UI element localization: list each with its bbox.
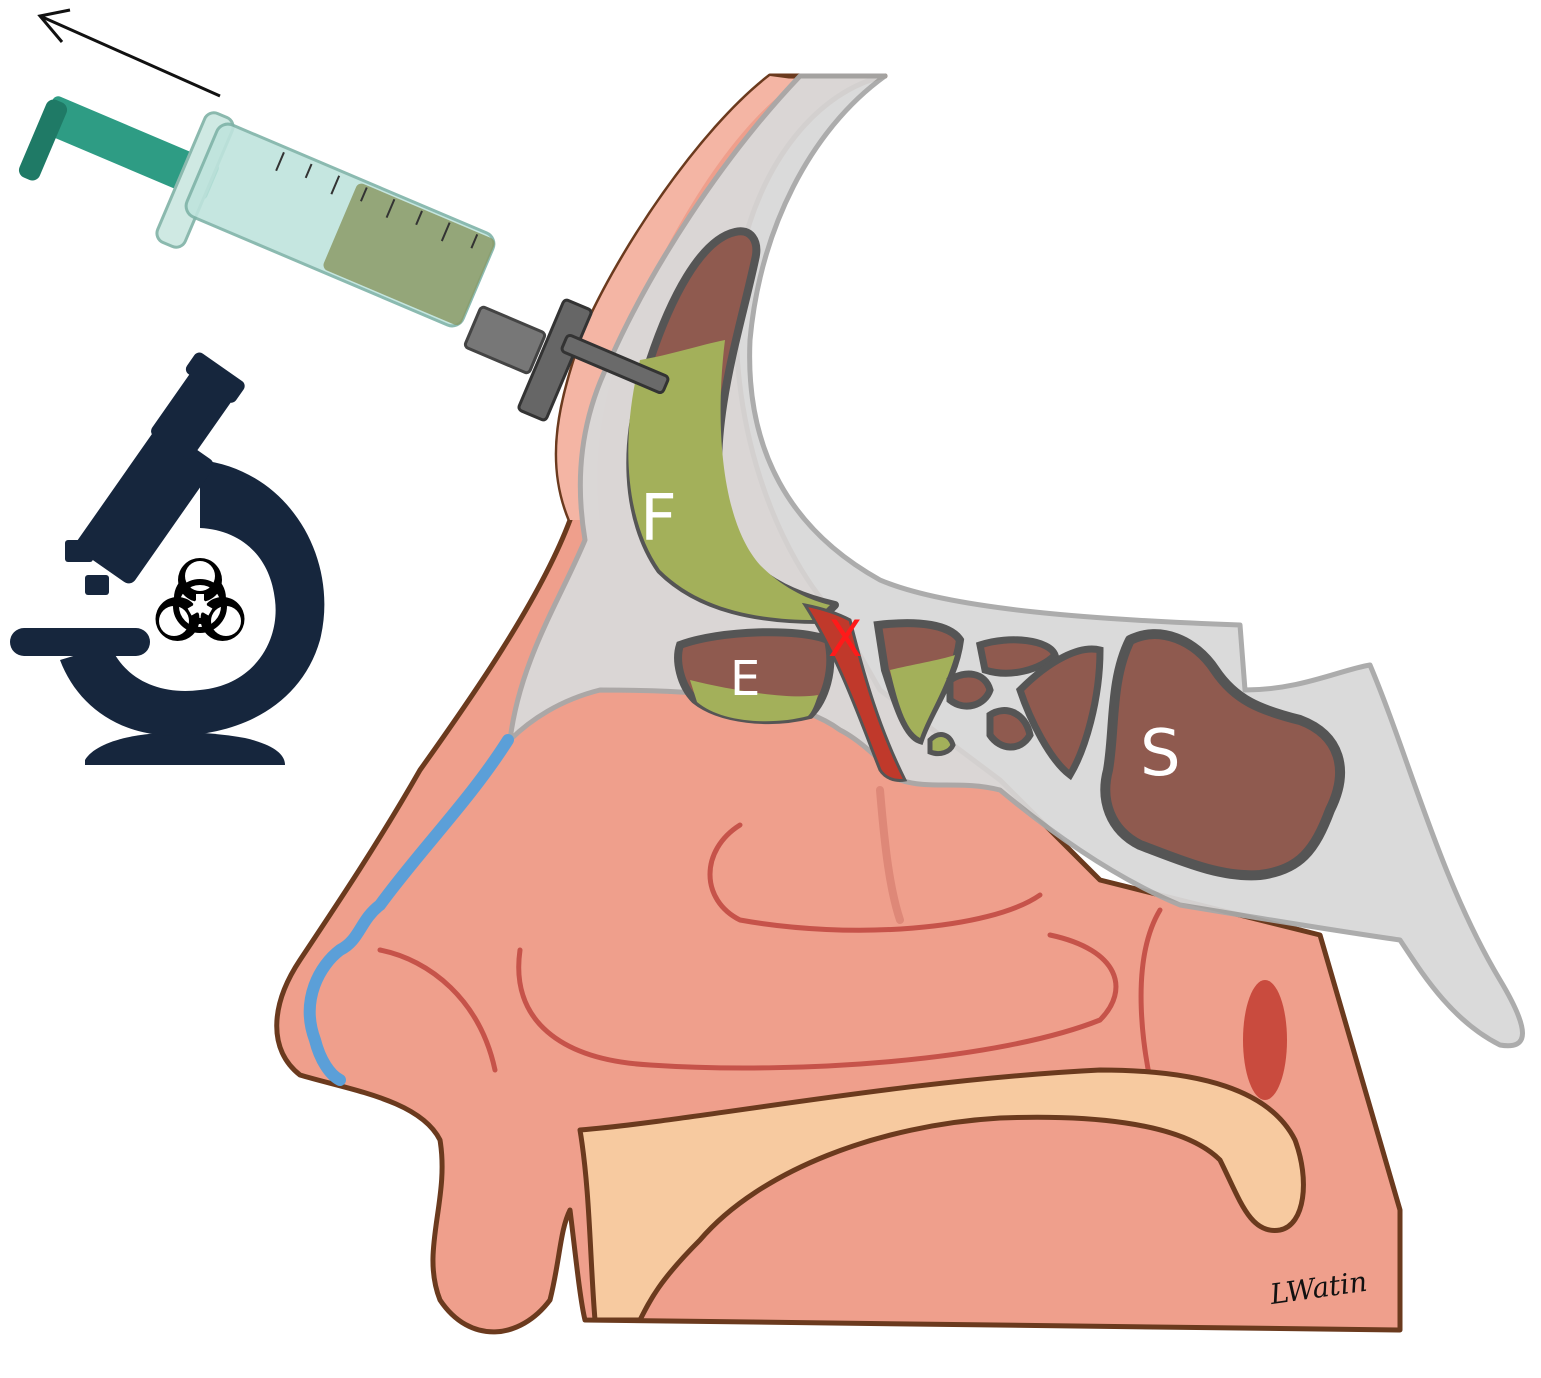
sphenoid-sinus-label: S <box>1140 717 1181 791</box>
microscope-icon <box>10 350 324 765</box>
arrow-up-left-icon <box>40 10 220 96</box>
ethmoid-cell <box>950 674 990 706</box>
eustachian-tube-opening <box>1243 980 1287 1100</box>
obstruction-mark: X <box>828 610 862 668</box>
ethmoid-sinus-label: E <box>730 651 760 707</box>
ethmoid-cell <box>930 735 953 754</box>
biohazard-icon <box>142 548 258 664</box>
ethmoid-cell <box>990 711 1030 747</box>
frontal-sinus-label: F <box>640 482 677 556</box>
